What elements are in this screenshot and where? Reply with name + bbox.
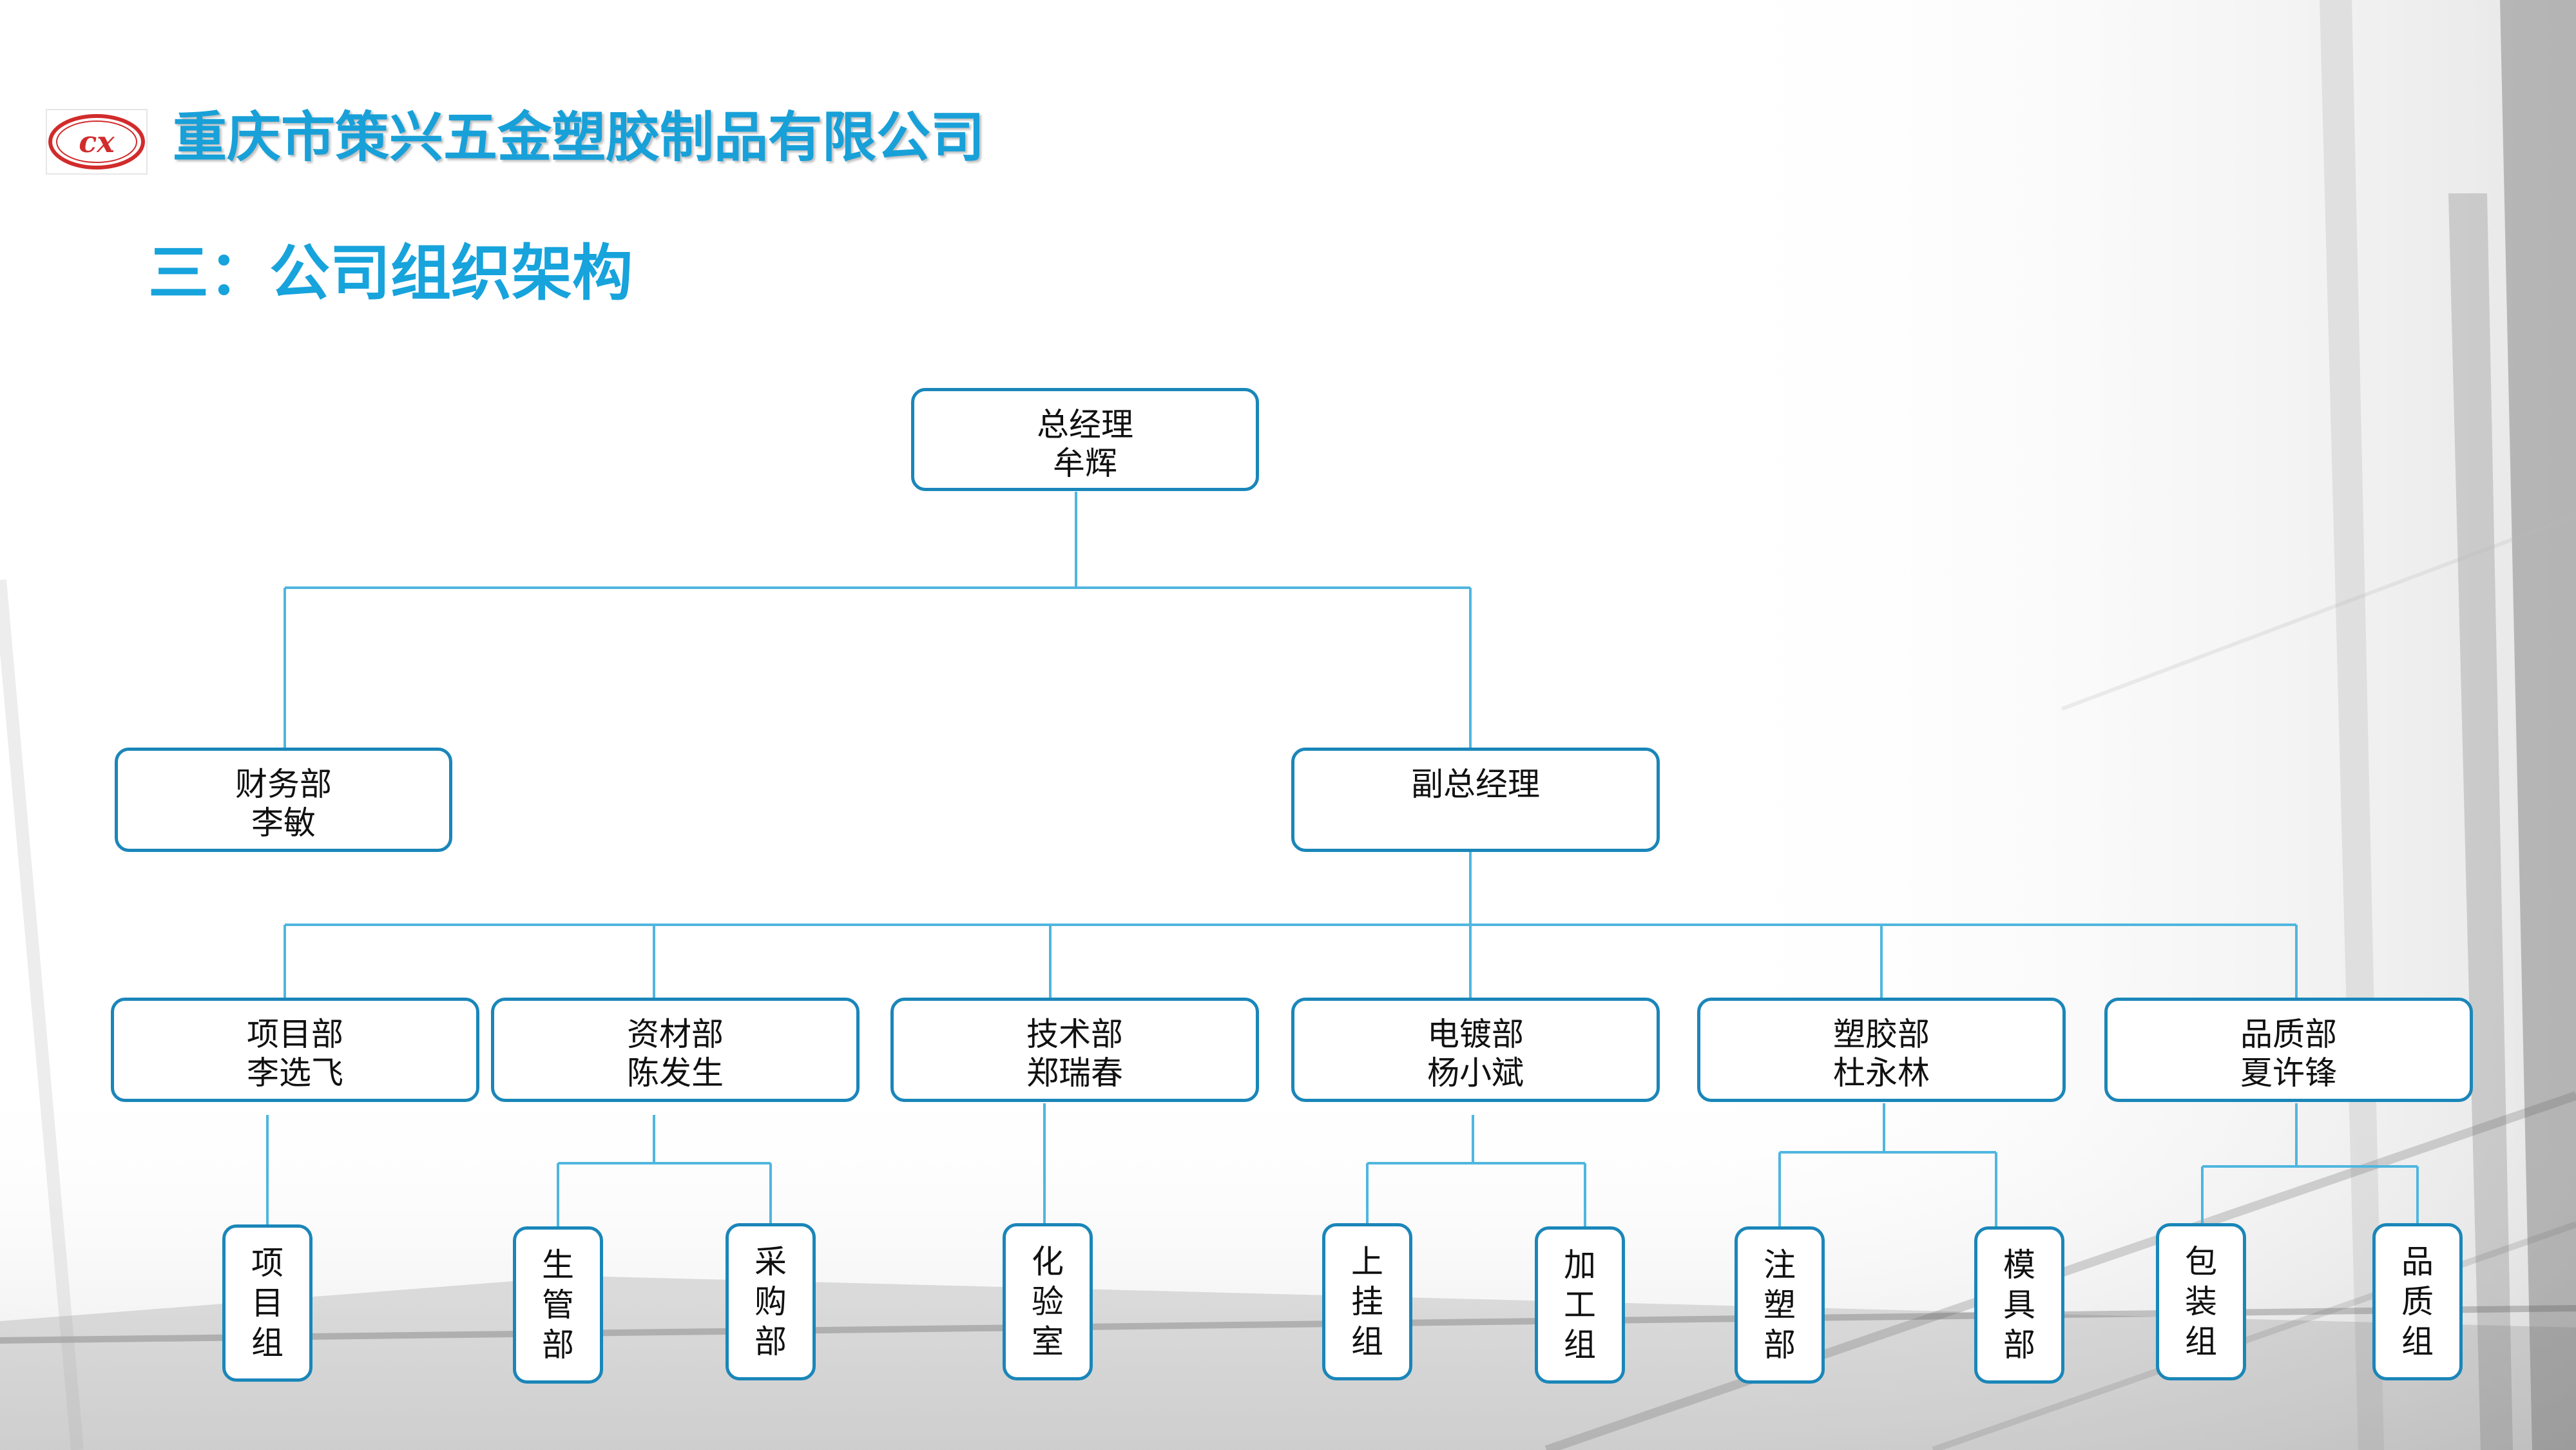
node-person: 杨小斌 xyxy=(1427,1054,1524,1092)
org-node-group: 模 具 部 xyxy=(1974,1226,2064,1384)
section-title: 三：公司组织架构 xyxy=(148,238,633,309)
org-node-group: 采 购 部 xyxy=(726,1223,816,1380)
node-person: 郑瑞春 xyxy=(1026,1054,1123,1092)
group-char: 购 xyxy=(755,1283,787,1320)
group-char: 组 xyxy=(1351,1323,1383,1360)
node-person: 李敏 xyxy=(251,804,316,842)
group-char: 上 xyxy=(1351,1243,1383,1281)
group-char: 验 xyxy=(1032,1283,1064,1320)
org-node-department: 塑胶部 杜永林 xyxy=(1697,998,2066,1102)
group-char: 组 xyxy=(2185,1323,2217,1360)
group-char: 挂 xyxy=(1351,1283,1383,1320)
company-name: 重庆市策兴五金塑胶制品有限公司 xyxy=(173,106,985,169)
group-char: 部 xyxy=(1764,1326,1796,1364)
group-char: 加 xyxy=(1564,1246,1596,1284)
node-title: 副总经理 xyxy=(1411,766,1540,803)
group-char: 部 xyxy=(2003,1326,2035,1364)
group-char: 项 xyxy=(251,1244,284,1282)
group-char: 注 xyxy=(1764,1246,1796,1284)
group-char: 具 xyxy=(2003,1286,2035,1324)
group-char: 品 xyxy=(2401,1243,2434,1281)
group-char: 模 xyxy=(2003,1246,2035,1284)
group-char: 装 xyxy=(2185,1283,2217,1320)
group-char: 部 xyxy=(755,1323,787,1360)
group-char: 化 xyxy=(1032,1243,1064,1281)
node-title: 技术部 xyxy=(1026,1016,1123,1053)
svg-text:cx: cx xyxy=(79,124,115,159)
org-node-group: 品 质 组 xyxy=(2372,1223,2463,1380)
org-node-department: 项目部 李选飞 xyxy=(111,998,479,1102)
node-person: 陈发生 xyxy=(627,1054,724,1092)
org-node-group: 注 塑 部 xyxy=(1735,1226,1825,1384)
org-node-group: 生 管 部 xyxy=(513,1226,603,1384)
org-node-group: 加 工 组 xyxy=(1535,1226,1625,1384)
group-char: 目 xyxy=(251,1284,284,1322)
node-person: 牟辉 xyxy=(1053,445,1117,482)
node-title: 资材部 xyxy=(627,1016,724,1053)
node-person: 杜永林 xyxy=(1833,1054,1930,1092)
group-char: 采 xyxy=(755,1243,787,1281)
group-char: 部 xyxy=(542,1326,574,1364)
org-node-finance: 财务部 李敏 xyxy=(115,748,452,852)
org-node-group: 化 验 室 xyxy=(1003,1223,1093,1380)
node-title: 财务部 xyxy=(235,766,332,803)
node-person: 李选飞 xyxy=(247,1054,343,1092)
group-char: 组 xyxy=(251,1324,284,1362)
org-node-deputy-gm: 副总经理 xyxy=(1291,748,1660,852)
org-node-group: 项 目 组 xyxy=(222,1224,312,1382)
node-title: 电镀部 xyxy=(1427,1016,1524,1053)
node-title: 品质部 xyxy=(2240,1016,2337,1053)
group-char: 包 xyxy=(2185,1243,2217,1281)
node-title: 总经理 xyxy=(1037,406,1133,443)
group-char: 工 xyxy=(1564,1286,1596,1324)
node-person: 夏许锋 xyxy=(2240,1054,2337,1092)
node-title: 塑胶部 xyxy=(1833,1016,1930,1053)
org-node-department: 品质部 夏许锋 xyxy=(2104,998,2473,1102)
org-node-department: 技术部 郑瑞春 xyxy=(890,998,1259,1102)
org-node-general-manager: 总经理 牟辉 xyxy=(911,388,1259,491)
node-title: 项目部 xyxy=(247,1016,343,1053)
org-node-group: 上 挂 组 xyxy=(1322,1223,1412,1380)
group-char: 组 xyxy=(1564,1326,1596,1364)
group-char: 生 xyxy=(542,1246,574,1284)
org-node-department: 电镀部 杨小斌 xyxy=(1291,998,1660,1102)
org-node-department: 资材部 陈发生 xyxy=(491,998,860,1102)
org-node-group: 包 装 组 xyxy=(2156,1223,2246,1380)
group-char: 管 xyxy=(542,1286,574,1324)
company-logo: cx xyxy=(46,109,148,175)
group-char: 塑 xyxy=(1764,1286,1796,1324)
group-char: 质 xyxy=(2401,1283,2434,1320)
group-char: 室 xyxy=(1032,1323,1064,1360)
group-char: 组 xyxy=(2401,1323,2434,1360)
